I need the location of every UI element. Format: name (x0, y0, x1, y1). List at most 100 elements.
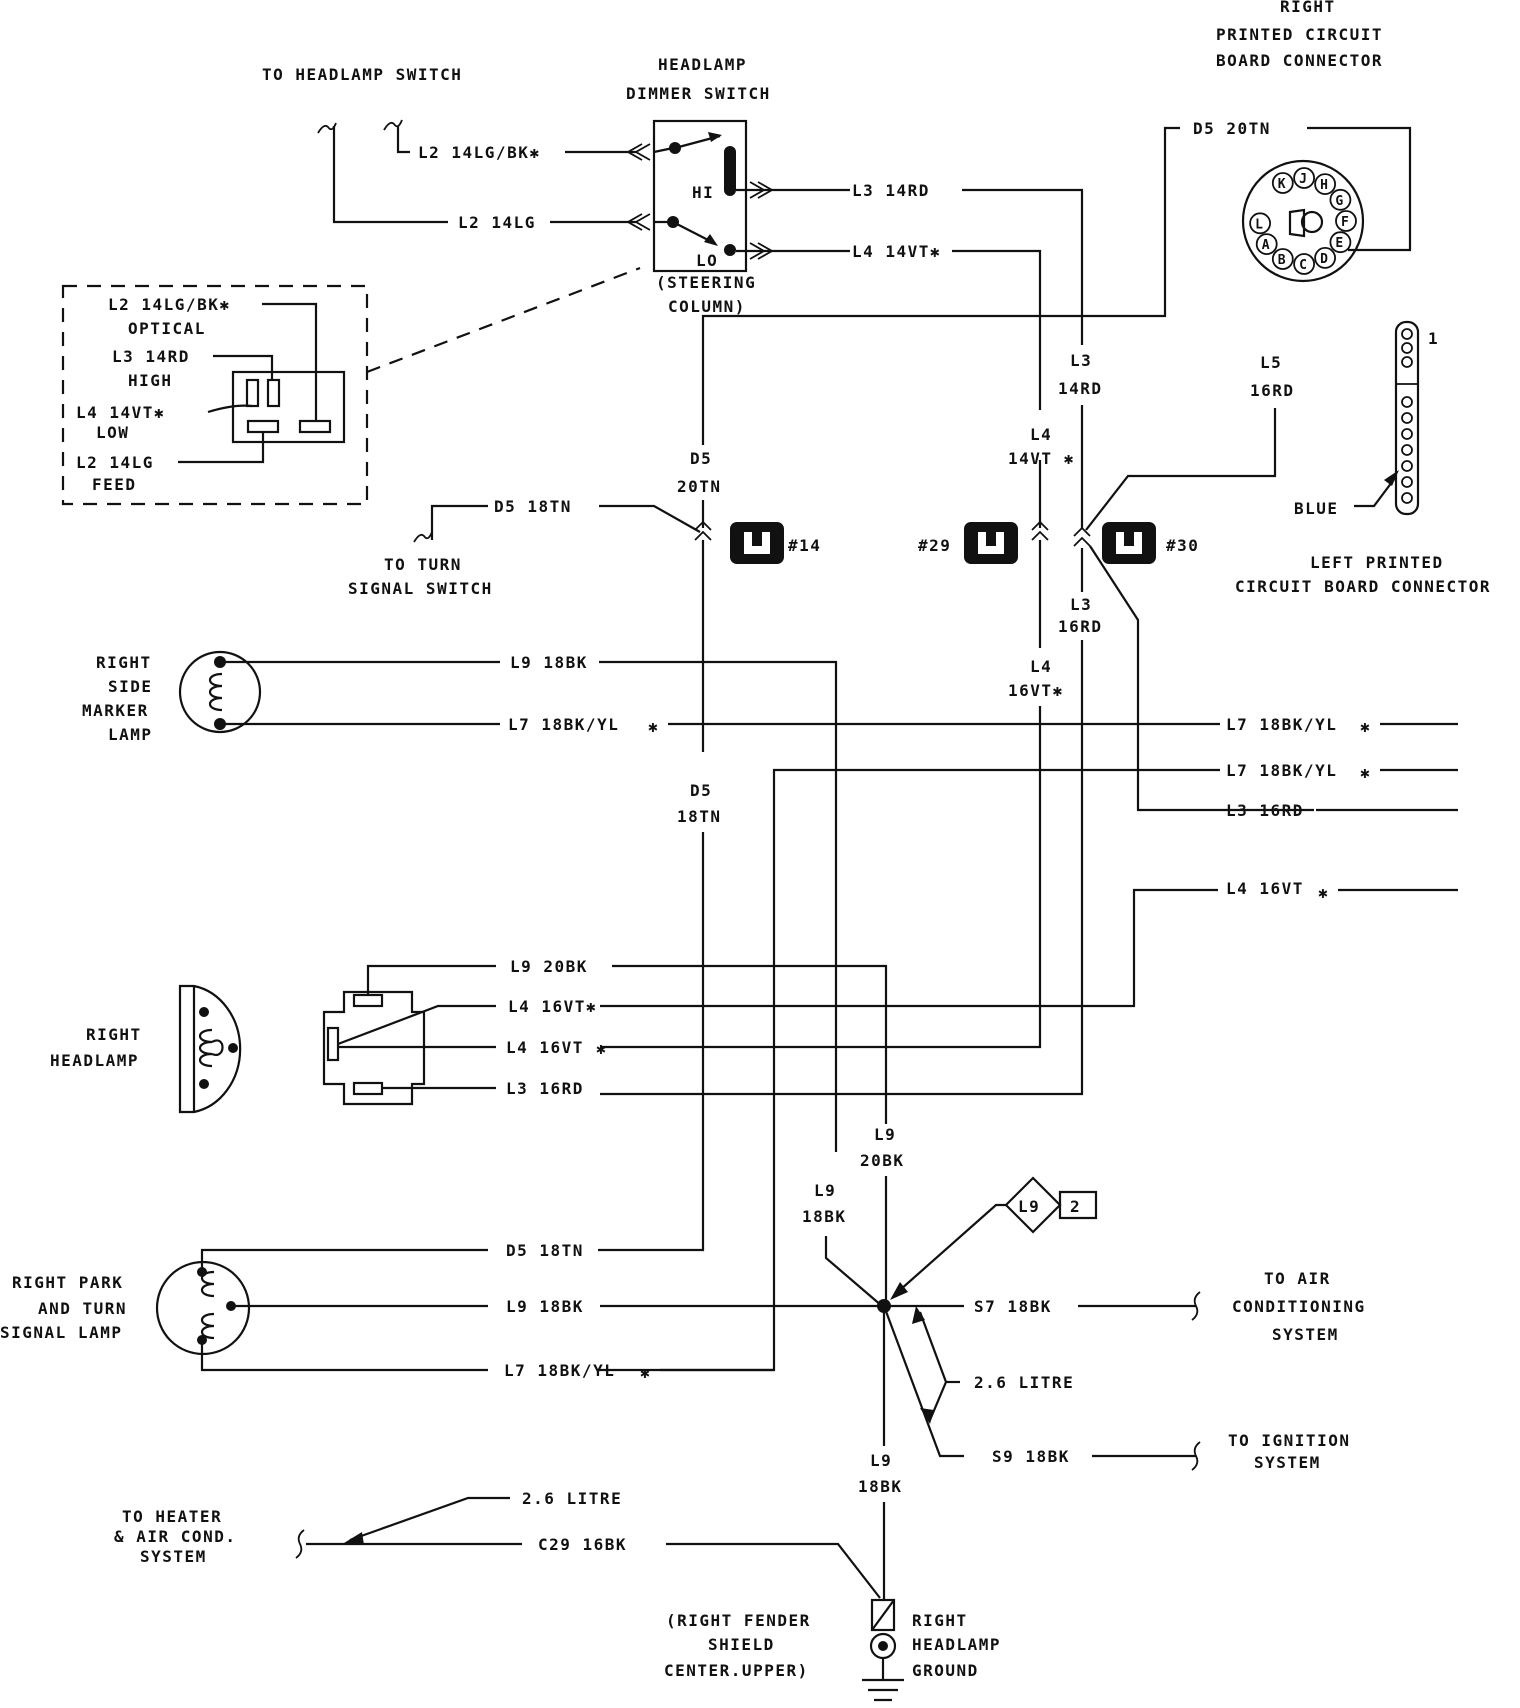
wire (200, 1340, 488, 1372)
wire (599, 504, 701, 533)
steering-column-label: COLUMN) (668, 297, 746, 316)
wire (824, 1236, 883, 1307)
headlamp-label: RIGHT (86, 1025, 142, 1044)
dimmer-title: DIMMER SWITCH (626, 84, 771, 103)
wire (1085, 408, 1277, 531)
inset-leader (366, 266, 641, 374)
switch-blade (672, 221, 713, 243)
lpcb-connector (1394, 320, 1420, 516)
litre-bracket (918, 1311, 948, 1421)
inset-detail-box (61, 284, 369, 506)
rpcb-pin (1314, 246, 1336, 269)
vlabel-l3-14rd: 14RD (1058, 379, 1103, 398)
vlabel-l3-16rd: 16RD (1058, 617, 1103, 636)
ground-eyelet-center (878, 1641, 888, 1651)
ref-label-l9: L9 (1018, 1197, 1040, 1216)
rpcb-pin (1255, 233, 1278, 256)
switch-arrow (708, 132, 722, 142)
inset-label-feed: FEED (92, 475, 137, 494)
lpcb-pin (1401, 342, 1413, 354)
lpcb-pin (1401, 476, 1413, 488)
ground-terminal-mark (871, 1599, 895, 1631)
rpcb-pin (1329, 188, 1352, 211)
wire (396, 126, 410, 154)
label-headlamp-ground: HEADLAMP (912, 1635, 1001, 1654)
headlamp-terminal (352, 1081, 384, 1096)
vlabel-l4-16vt: L4 (1030, 657, 1052, 676)
asterisk-icon: ✱ (1360, 717, 1371, 736)
litre-leader (349, 1496, 510, 1542)
vlabel-l3-14rd: L3 (1070, 351, 1092, 370)
leader-arrow (890, 1282, 908, 1300)
lamp-filament (198, 1028, 213, 1068)
label-to-ac: SYSTEM (1272, 1325, 1339, 1344)
connector-block-notch (1124, 532, 1134, 546)
asterisk-icon: ✱ (1360, 763, 1371, 782)
connector-chevron (1031, 520, 1049, 541)
wire-label-d5-20tn-top: D5 20TN (1193, 119, 1271, 138)
lamp-filament (200, 1312, 215, 1340)
wire-label-l4-14vt: L4 14VT✱ (852, 242, 941, 261)
connector-chevron (626, 213, 651, 231)
wire (366, 964, 496, 995)
park-lamp-label: SIGNAL LAMP (0, 1323, 122, 1342)
rpcb-pin (1335, 210, 1357, 232)
vlabel-l4-16vt: 16VT✱ (1008, 681, 1064, 700)
connector-block-notch (752, 532, 762, 546)
switch-arrow (704, 234, 718, 246)
ref-tag (1058, 1190, 1098, 1220)
vlabel-d5-18tn: D5 (690, 781, 712, 800)
dimmer-title: HEADLAMP (658, 55, 747, 74)
marker-lamp-label: RIGHT (96, 653, 152, 672)
wire-label-l7-marker: L7 18BK/YL (508, 715, 619, 734)
wire (962, 188, 1084, 345)
headlamp-label: HEADLAMP (50, 1051, 139, 1070)
label-to-heater: & AIR COND. (114, 1527, 236, 1546)
vlabel-d5-20tn: D5 (690, 449, 712, 468)
wire (600, 706, 1042, 1049)
connector-id-14: #14 (788, 536, 821, 555)
switch-terminal (724, 244, 736, 256)
lamp-terminal (199, 1079, 209, 1089)
vlabel-l9-20bk: 20BK (860, 1151, 905, 1170)
rpcb-title: BOARD CONNECTOR (1216, 51, 1383, 70)
label-2-6-litre: 2.6 LITRE (974, 1373, 1074, 1392)
leader-arrow (1384, 470, 1399, 486)
label-to-headlamp-switch: TO HEADLAMP SWITCH (262, 65, 462, 84)
connector-chevron (694, 520, 712, 541)
rpcb-key (1288, 208, 1306, 238)
wire (600, 640, 1084, 1096)
rpcb-title: RIGHT (1280, 0, 1336, 16)
switch-hi-label: HI (692, 183, 714, 202)
label-to-ac: TO AIR (1264, 1269, 1331, 1288)
park-lamp-label: RIGHT PARK (12, 1273, 123, 1292)
label-headlamp-ground: RIGHT (912, 1611, 968, 1630)
vlabel-l9-18bk-low: L9 (870, 1451, 892, 1470)
inset-terminal (298, 419, 332, 434)
break-symbol (1191, 1441, 1201, 1471)
wire (337, 1004, 496, 1046)
connector-id-30: #30 (1166, 536, 1199, 555)
break-symbol (1191, 1291, 1201, 1321)
leader-arrow (912, 1306, 925, 1324)
vlabel-l4-14vt: 14VT ✱ (1008, 449, 1075, 468)
label-to-turn-signal: TO TURN (384, 555, 462, 574)
wire (430, 504, 488, 540)
lpcb-pin (1401, 356, 1413, 368)
inset-label-l4: L4 14VT✱ (76, 403, 165, 422)
vlabel-l9-18bk: 18BK (802, 1207, 847, 1226)
wire-label-l9-18bk-marker: L9 18BK (510, 653, 588, 672)
label-to-turn-signal: SIGNAL SWITCH (348, 579, 493, 598)
park-lamp-label: AND TURN (38, 1299, 127, 1318)
rpcb-pin-label: D (1320, 252, 1328, 267)
asterisk-icon: ✱ (640, 1363, 651, 1382)
vlabel-d5-20tn: 20TN (677, 477, 722, 496)
wire (262, 302, 318, 421)
break-symbol (413, 531, 433, 543)
rpcb-pin-label: K (1278, 177, 1286, 192)
lpcb-pin (1401, 396, 1413, 408)
label-to-ignition: TO IGNITION (1228, 1431, 1350, 1450)
lamp-terminal (228, 1043, 238, 1053)
rpcb-pin (1293, 167, 1315, 189)
